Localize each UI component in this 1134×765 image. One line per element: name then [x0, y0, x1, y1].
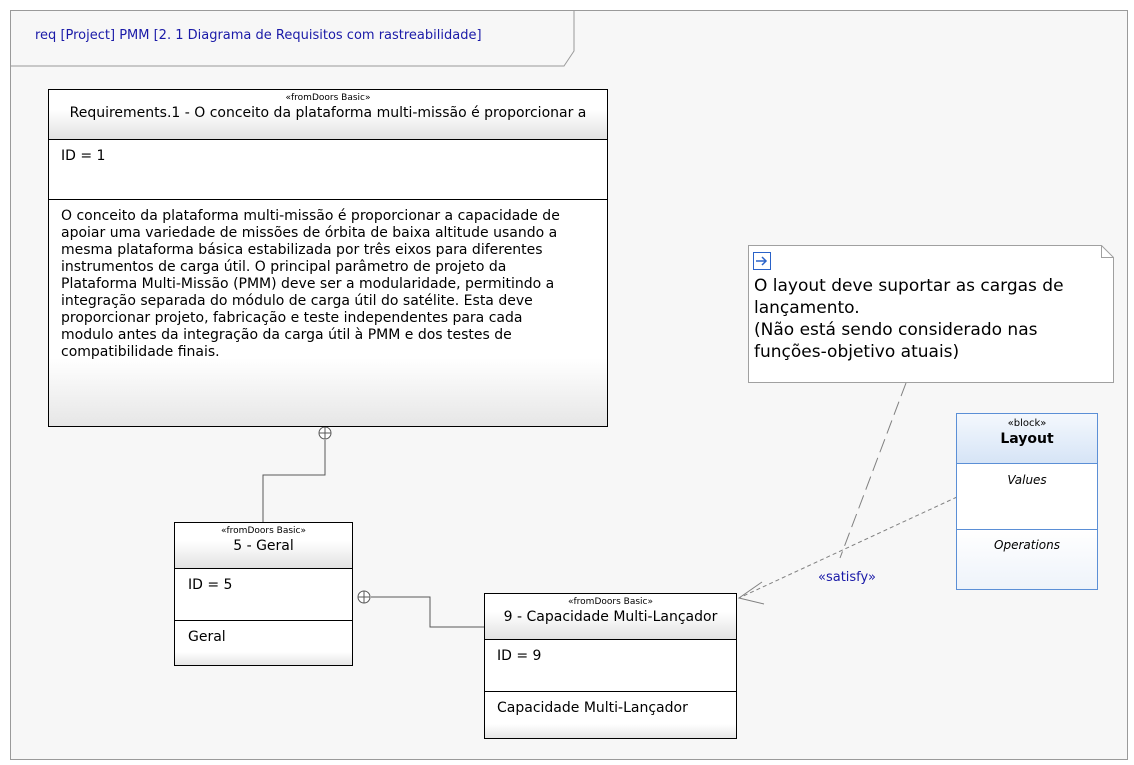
note-text-line: O layout deve suportar as cargas de: [754, 276, 1064, 296]
block-name: Layout: [1000, 431, 1054, 447]
requirement-1-text-line: modulo antes da integração da carga útil…: [61, 327, 512, 343]
block-operations-label: Operations: [994, 538, 1060, 552]
requirement-1[interactable]: «fromDoors Basic» Requirements.1 - O con…: [48, 89, 608, 427]
requirement-1-text: O conceito da plataforma multi-missão é …: [49, 200, 607, 426]
requirement-1-id: ID = 1: [49, 140, 607, 200]
requirement-1-text-line: O conceito da plataforma multi-missão é …: [61, 208, 560, 224]
note-text: O layout deve suportar as cargas de lanç…: [754, 275, 1104, 363]
block-layout-header: «block» Layout: [957, 414, 1097, 464]
comment-note[interactable]: O layout deve suportar as cargas de lanç…: [748, 245, 1114, 383]
requirement-1-text-line: integração separada do módulo de carga ú…: [61, 293, 533, 309]
block-values-label: Values: [1007, 473, 1047, 487]
requirement-5-header: «fromDoors Basic» 5 - Geral: [175, 523, 352, 569]
block-operations-compartment: Operations: [957, 530, 1097, 589]
requirement-5-name: 5 - Geral: [233, 538, 294, 554]
frame-tab-outline: [11, 11, 575, 67]
block-values-compartment: Values: [957, 464, 1097, 530]
containment-symbol-req5: [357, 590, 371, 604]
requirement-9[interactable]: «fromDoors Basic» 9 - Capacidade Multi-L…: [484, 593, 737, 739]
note-text-line: funções-objetivo atuais): [754, 342, 960, 362]
containment-symbol-req1: [318, 426, 332, 440]
frame-title: req [Project] PMM [2. 1 Diagrama de Requ…: [35, 28, 482, 43]
requirement-9-stereotype: «fromDoors Basic»: [568, 597, 653, 607]
requirement-9-text: Capacidade Multi-Lançador: [485, 692, 736, 738]
requirement-5-id: ID = 5: [175, 569, 352, 621]
requirement-1-text-line: mesma plataforma básica estabilizada por…: [61, 242, 543, 258]
requirement-9-header: «fromDoors Basic» 9 - Capacidade Multi-L…: [485, 594, 736, 640]
requirement-5-text: Geral: [175, 621, 352, 665]
requirement-5[interactable]: «fromDoors Basic» 5 - Geral ID = 5 Geral: [174, 522, 353, 666]
satisfy-line: [738, 496, 958, 599]
requirement-1-text-line: apoiar uma variedade de missões de órbit…: [61, 225, 558, 241]
requirement-5-stereotype: «fromDoors Basic»: [221, 526, 306, 536]
block-stereotype: «block»: [1007, 418, 1047, 429]
block-layout[interactable]: «block» Layout Values Operations: [956, 413, 1098, 590]
requirement-1-header: «fromDoors Basic» Requirements.1 - O con…: [49, 90, 607, 140]
requirement-1-text-line: instrumentos de carga útil. O principal …: [61, 259, 507, 275]
containment-line-1-5: [262, 440, 326, 522]
note-text-line: lançamento.: [754, 298, 860, 318]
requirement-1-stereotype: «fromDoors Basic»: [285, 93, 371, 103]
requirement-9-name: 9 - Capacidade Multi-Lançador: [503, 609, 718, 625]
note-link-icon: [753, 252, 771, 270]
requirement-9-id: ID = 9: [485, 640, 736, 692]
requirement-1-text-line: Plataforma Multi-Missão (PMM) deve ser a…: [61, 276, 555, 292]
satisfy-arrowhead: [737, 581, 765, 605]
note-anchor-line: [839, 382, 907, 559]
requirement-1-text-line: proporcionar projeto, fabricação e teste…: [61, 310, 523, 326]
satisfy-relation-label: «satisfy»: [818, 570, 876, 585]
note-shape: [748, 245, 1114, 383]
note-text-line: (Não está sendo considerado nas: [754, 320, 1038, 340]
requirement-1-text-line: compatibilidade finais.: [61, 344, 220, 360]
requirement-1-name: Requirements.1 - O conceito da plataform…: [69, 105, 587, 121]
containment-line-5-9: [371, 596, 485, 628]
